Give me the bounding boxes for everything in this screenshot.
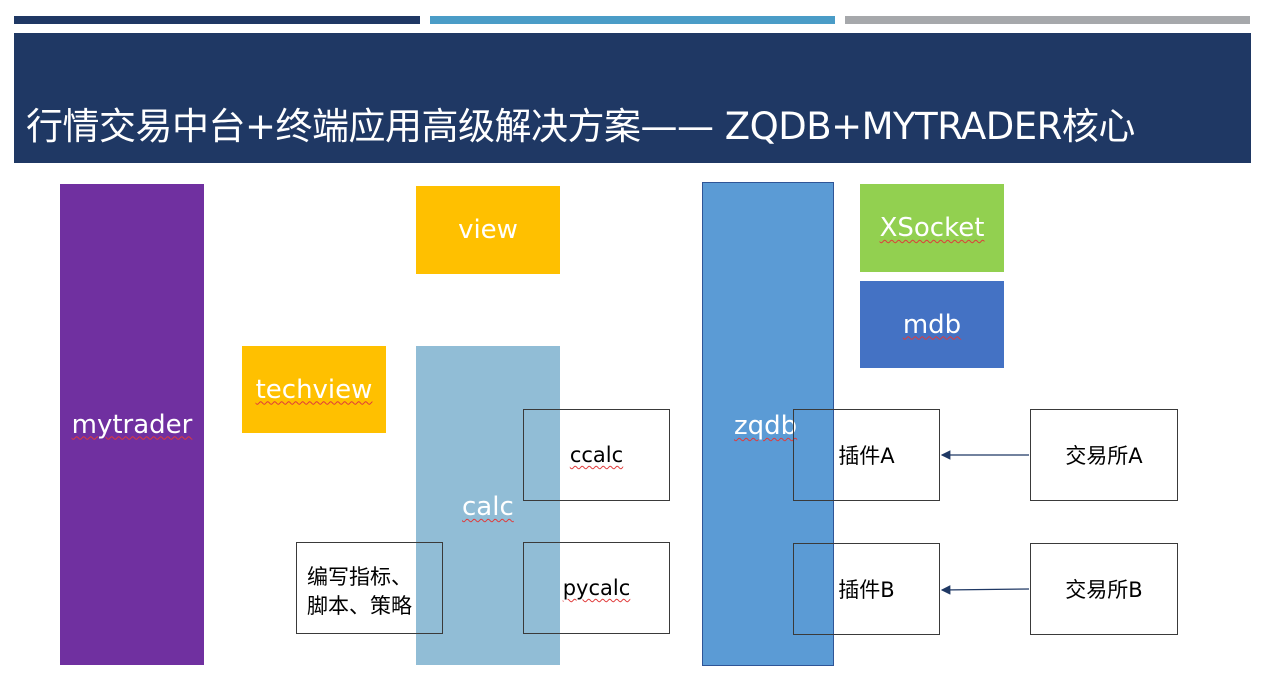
accent-bar-3 [845, 16, 1250, 24]
plugin-a-label: 插件A [838, 444, 895, 468]
slide-title: 行情交易中台+终端应用高级解决方案—— ZQDB+MYTRADER核心 [26, 105, 1135, 148]
plugin-b-label: 插件B [838, 578, 895, 602]
pycalc-box: pycalc [523, 542, 670, 634]
ccalc-label: ccalc [569, 443, 624, 467]
calc-block [416, 346, 560, 665]
mdb-label: mdb [902, 309, 962, 340]
pycalc-label: pycalc [562, 576, 631, 600]
view-label: view [458, 215, 518, 245]
mdb-block: mdb [860, 281, 1004, 368]
techview-label: techview [255, 374, 373, 405]
script-line-2: 脚本、策略 [307, 594, 412, 618]
exchange-b-box: 交易所B [1030, 543, 1178, 635]
zqdb-label: zqdb [734, 411, 798, 441]
script-line-1: 编写指标、 [307, 565, 412, 589]
view-block: view [416, 186, 560, 274]
accent-bar-2 [430, 16, 835, 24]
xsocket-block: XSocket [860, 184, 1004, 272]
exchange-b-label: 交易所B [1065, 578, 1143, 602]
plugin-a-box: 插件A [793, 409, 940, 501]
plugin-b-box: 插件B [793, 543, 940, 635]
calc-label: calc [462, 492, 514, 522]
mytrader-block: mytrader [60, 184, 204, 665]
techview-block: techview [242, 346, 386, 433]
mytrader-label: mytrader [71, 409, 193, 440]
exchange-a-box: 交易所A [1030, 409, 1178, 501]
arrow-exchange-b-to-plugin-b [940, 585, 1030, 595]
xsocket-label: XSocket [879, 213, 985, 243]
ccalc-box: ccalc [523, 409, 670, 501]
exchange-a-label: 交易所A [1065, 444, 1143, 468]
script-strategy-box: 编写指标、 脚本、策略 [296, 542, 443, 634]
zqdb-block [702, 182, 834, 666]
title-band [14, 33, 1251, 163]
accent-bar-1 [14, 16, 420, 24]
